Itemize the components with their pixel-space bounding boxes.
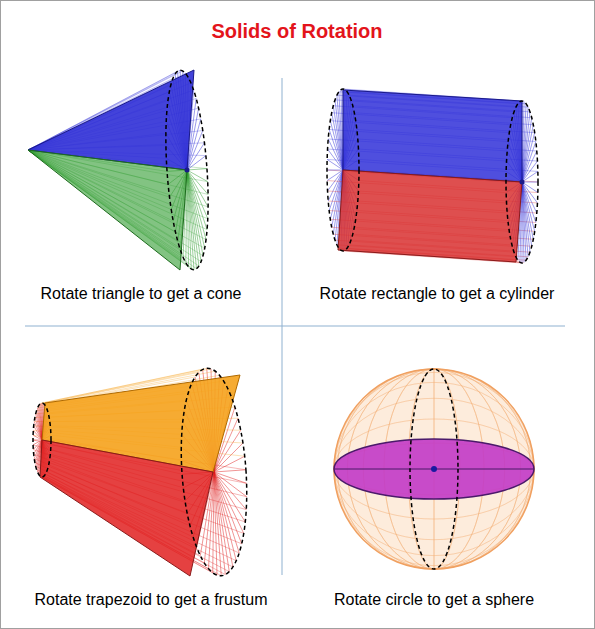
fan-line: [522, 142, 536, 183]
fan-line: [327, 170, 343, 171]
sphere-outline: [334, 369, 534, 569]
cylinder-end: [327, 89, 359, 251]
fan-line: [327, 170, 343, 181]
cone-base: [160, 69, 214, 271]
divider: [25, 326, 565, 327]
sphere-meridian: [410, 369, 458, 569]
fan-line: [214, 470, 246, 472]
caption: Rotate trapezoid to get a frustum: [34, 590, 267, 610]
circle-disc: [334, 439, 534, 499]
caption: Rotate rectangle to get a cylinder: [320, 284, 555, 304]
fan-line: [522, 171, 538, 182]
fan-line: [187, 143, 204, 170]
fan-line: [187, 156, 206, 170]
fan-line: [187, 170, 189, 267]
fan-line: [187, 170, 203, 256]
fan-line: [28, 150, 194, 270]
fan-line: [214, 456, 245, 472]
fan-line: [214, 472, 221, 576]
fan-line: [522, 182, 524, 262]
frustum-small-end: [33, 403, 51, 477]
fan-line: [214, 472, 225, 575]
frustum-large-end: [175, 366, 253, 578]
caption: Rotate circle to get a sphere: [334, 590, 534, 610]
fan-line: [214, 472, 233, 567]
fan-lines: [28, 70, 538, 576]
center-dot: [431, 466, 437, 472]
cylinder-rect-bottom: [338, 170, 522, 262]
fan-line: [214, 472, 217, 575]
fan-line: [187, 169, 207, 170]
cone-triangle-bottom: [28, 150, 187, 270]
caption: Rotate triangle to get a cone: [40, 284, 241, 304]
axis-dot: [185, 168, 190, 173]
fan-line: [214, 472, 239, 553]
fan-line: [187, 170, 191, 269]
cylinder-end: [506, 101, 538, 263]
fan-line: [187, 170, 194, 270]
trapezoid-bottom: [40, 440, 213, 576]
title: Solids of Rotation: [211, 19, 382, 43]
axis-dot: [520, 180, 525, 185]
cylinder-rect-top: [343, 90, 522, 182]
